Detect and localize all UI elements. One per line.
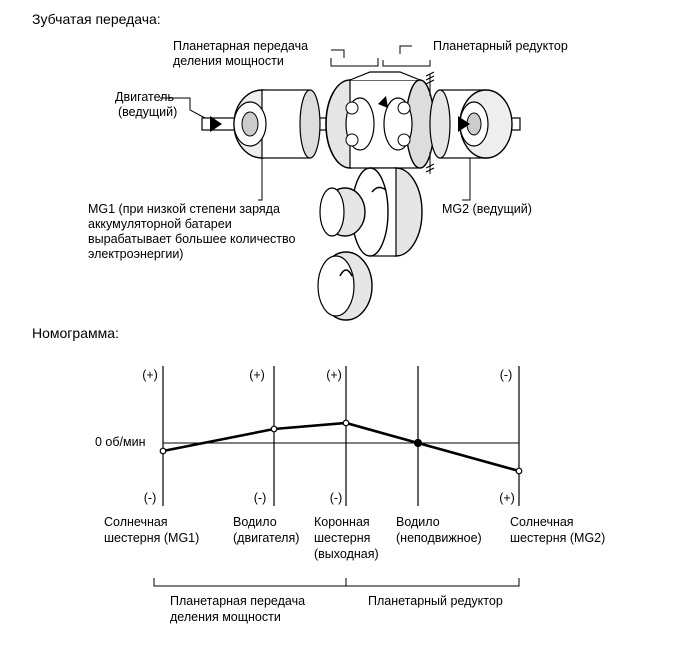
- power-split-label-line2: деления мощности: [173, 54, 284, 68]
- mg1-label-line4: электроэнергии): [88, 247, 184, 261]
- axis3-bottom: (-): [329, 491, 343, 505]
- axis2-label-line1: Водило: [233, 515, 277, 529]
- axis3-label-line2: шестерня: [314, 531, 371, 545]
- axis5-label-line2: шестерня (MG2): [510, 531, 606, 545]
- engine-label-line1: Двигатель: [115, 90, 174, 104]
- speed-point-2: [270, 425, 278, 433]
- speed-point-5: [515, 467, 523, 475]
- power-split-bracket: [330, 49, 379, 67]
- axis1-label-line1: Солнечная: [104, 515, 168, 529]
- axis5-label-line1: Солнечная: [510, 515, 574, 529]
- output-gears: [317, 167, 423, 321]
- axis3-label-line3: (выходная): [314, 547, 379, 561]
- speed-point-3: [342, 419, 350, 427]
- ground-symbols: [425, 71, 435, 174]
- axis5-bottom: (+): [499, 491, 515, 505]
- speed-point-4: [413, 438, 423, 448]
- axis2-bottom: (-): [253, 491, 267, 505]
- axis4-label-line2: (неподвижное): [396, 531, 482, 545]
- zero-rpm-label: 0 об/мин: [95, 435, 146, 449]
- power-split-brace: [153, 578, 347, 587]
- axis1-label-line2: шестерня (MG1): [104, 531, 200, 545]
- rotation-arrows: [210, 96, 470, 132]
- nomogram-heading: Номограмма:: [32, 325, 119, 341]
- speed-point-1: [159, 447, 167, 455]
- axis2-label-line2: (двигателя): [233, 531, 300, 545]
- axis1-top: (+): [142, 368, 158, 382]
- axis4-label-line1: Водило: [396, 515, 440, 529]
- reducer-label: Планетарный редуктор: [433, 39, 568, 53]
- engine-label-line2: (ведущий): [118, 105, 178, 119]
- group2-label: Планетарный редуктор: [368, 594, 503, 608]
- axis1-bottom: (-): [143, 491, 157, 505]
- axis5-top: (-): [499, 368, 513, 382]
- speed-line: [162, 421, 520, 473]
- planetary-housing: [325, 71, 435, 169]
- mg2-motor: [429, 89, 513, 159]
- mg2-label: MG2 (ведущий): [442, 202, 532, 216]
- axis2-top: (+): [249, 368, 265, 382]
- axis3-top: (+): [326, 368, 342, 382]
- mg1-label-line3: вырабатывает большее количество: [88, 232, 296, 246]
- mg1-label-line2: аккумуляторной батареи: [88, 217, 232, 231]
- group1-label-line1: Планетарная передача: [170, 594, 306, 608]
- axis3-label-line1: Коронная: [314, 515, 370, 529]
- reducer-bracket: [382, 45, 431, 67]
- group1-label-line2: деления мощности: [170, 610, 281, 624]
- mg1-label-line1: MG1 (при низкой степени заряда: [88, 202, 280, 216]
- mg1-motor: [233, 89, 321, 159]
- reducer-brace: [346, 578, 520, 587]
- power-split-label-line1: Планетарная передача: [173, 39, 309, 53]
- gear-heading: Зубчатая передача:: [32, 11, 161, 27]
